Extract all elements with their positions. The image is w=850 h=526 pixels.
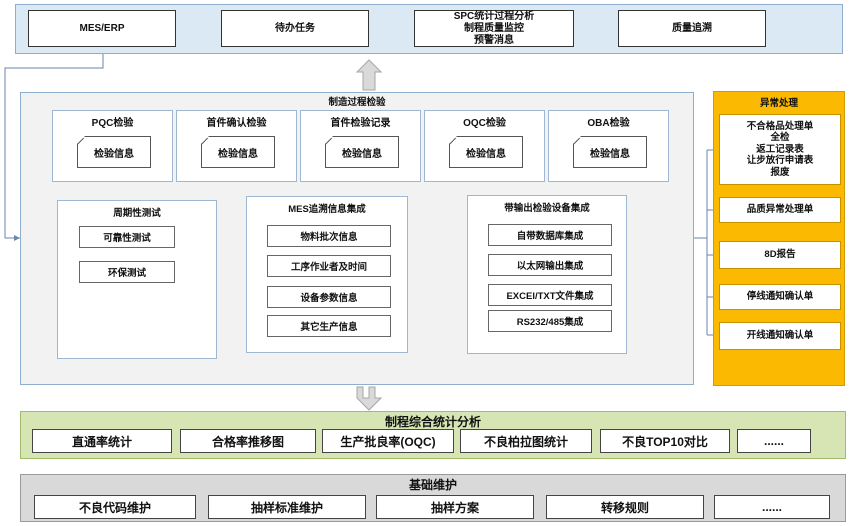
stat-item[interactable]: 合格率推移图 [180,429,316,453]
item-label: 可靠性测试 [103,233,151,244]
reliability-test-item[interactable]: 可靠性测试 [79,226,175,248]
item-label: 生产批良率(OQC) [340,434,436,449]
item-label: 物料批次信息 [300,232,358,243]
item-label: 工序作业者及时间 [290,262,367,273]
item-label: 不良柏拉图统计 [483,434,568,449]
device-integration-title: 带输出检验设备集成 [504,203,590,214]
item-label: 不良代码维护 [78,500,151,515]
nonconforming-box[interactable]: 不合格品处理单 全检 返工记录表 让步放行申请表 报废 [719,114,841,185]
spc-box[interactable]: SPC统计过程分析 制程质量监控 预警消息 [414,10,574,47]
item-label: 不合格品处理单 全检 返工记录表 让步放行申请表 报废 [746,121,814,178]
database-integration-item[interactable]: 自带数据库集成 [488,224,612,246]
doc-icon: 检验信息 [325,136,399,168]
process-operator-item[interactable]: 工序作业者及时间 [267,255,391,277]
inspection-label: PQC检验 [91,118,134,129]
item-label: 8D报告 [764,249,796,261]
quality-exception-box[interactable]: 品质异常处理单 [719,197,841,223]
base-item[interactable]: 抽样标准维护 [208,495,366,519]
doc-label: 检验信息 [94,148,134,160]
doc-label: 检验信息 [590,148,630,160]
serial-integration-item[interactable]: RS232/485集成 [488,310,612,332]
periodic-test-title: 周期性测试 [113,208,161,219]
inspection-label: 首件确认检验 [206,118,267,129]
item-label: 抽样方案 [430,500,479,515]
inspection-label: OQC检验 [463,118,506,129]
base-item-more[interactable]: ...... [714,495,830,519]
stat-item[interactable]: 不良TOP10对比 [600,429,730,453]
item-label: 以太网输出集成 [516,261,584,272]
base-item[interactable]: 不良代码维护 [34,495,196,519]
inspection-oba[interactable]: OBA检验 检验信息 [548,110,669,182]
line-start-box[interactable]: 开线通知确认单 [719,322,841,350]
base-maintenance-title: 基础维护 [408,478,457,492]
stat-item[interactable]: 生产批良率(OQC) [322,429,454,453]
ethernet-integration-item[interactable]: 以太网输出集成 [488,254,612,276]
doc-icon: 检验信息 [77,136,151,168]
item-label: 直通率统计 [71,434,132,449]
mes-erp-box[interactable]: MES/ERP [28,10,176,47]
doc-label: 检验信息 [218,148,258,160]
env-test-item[interactable]: 环保测试 [79,261,175,283]
main-title: 制造过程检验 [328,97,386,108]
item-label: 不良TOP10对比 [622,434,708,449]
file-integration-item[interactable]: EXCEl/TXT文件集成 [488,284,612,306]
item-label: 设备参数信息 [300,293,358,304]
mes-erp-connector [4,47,104,239]
item-label: 环保测试 [107,268,146,279]
material-batch-item[interactable]: 物料批次信息 [267,225,391,247]
mes-erp-label: MES/ERP [79,22,125,34]
doc-icon: 检验信息 [449,136,523,168]
equipment-param-item[interactable]: 设备参数信息 [267,286,391,308]
trace-label: 质量追溯 [672,22,712,34]
item-label: 其它生产信息 [300,322,358,333]
item-label: 停线通知确认单 [746,291,814,303]
item-label: ...... [761,500,782,514]
todo-box[interactable]: 待办任务 [221,10,369,47]
item-label: 合格率推移图 [211,434,284,449]
8d-report-box[interactable]: 8D报告 [719,241,841,269]
base-item[interactable]: 转移规则 [546,495,704,519]
item-label: EXCEl/TXT文件集成 [506,291,594,302]
item-label: 自带数据库集成 [516,231,584,242]
item-label: 开线通知确认单 [746,330,814,342]
doc-label: 检验信息 [342,148,382,160]
stat-item[interactable]: 直通率统计 [32,429,172,453]
item-label: RS232/485集成 [516,317,584,328]
item-label: 抽样标准维护 [250,500,323,515]
exception-title: 异常处理 [759,98,798,109]
inspection-first-record[interactable]: 首件检验记录 检验信息 [300,110,421,182]
item-label: 品质异常处理单 [746,204,814,216]
inspection-pqc[interactable]: PQC检验 检验信息 [52,110,173,182]
todo-label: 待办任务 [275,22,315,34]
mes-trace-title: MES追溯信息集成 [288,204,366,215]
statistics-title: 制程综合统计分析 [384,415,481,429]
other-production-item[interactable]: 其它生产信息 [267,315,391,337]
trace-box[interactable]: 质量追溯 [618,10,766,47]
up-arrow [355,59,383,91]
inspection-first-confirm[interactable]: 首件确认检验 检验信息 [176,110,297,182]
item-label: 转移规则 [600,500,649,515]
stat-item-more[interactable]: ...... [737,429,811,453]
down-arrow [356,386,383,411]
base-item[interactable]: 抽样方案 [376,495,534,519]
inspection-label: OBA检验 [587,118,630,129]
stat-item[interactable]: 不良柏拉图统计 [460,429,592,453]
line-stop-box[interactable]: 停线通知确认单 [719,284,841,310]
doc-icon: 检验信息 [201,136,275,168]
item-label: ...... [763,434,784,448]
spc-label: SPC统计过程分析 制程质量监控 预警消息 [453,10,535,46]
doc-label: 检验信息 [466,148,506,160]
doc-icon: 检验信息 [573,136,647,168]
inspection-oqc[interactable]: OQC检验 检验信息 [424,110,545,182]
inspection-label: 首件检验记录 [330,118,391,129]
